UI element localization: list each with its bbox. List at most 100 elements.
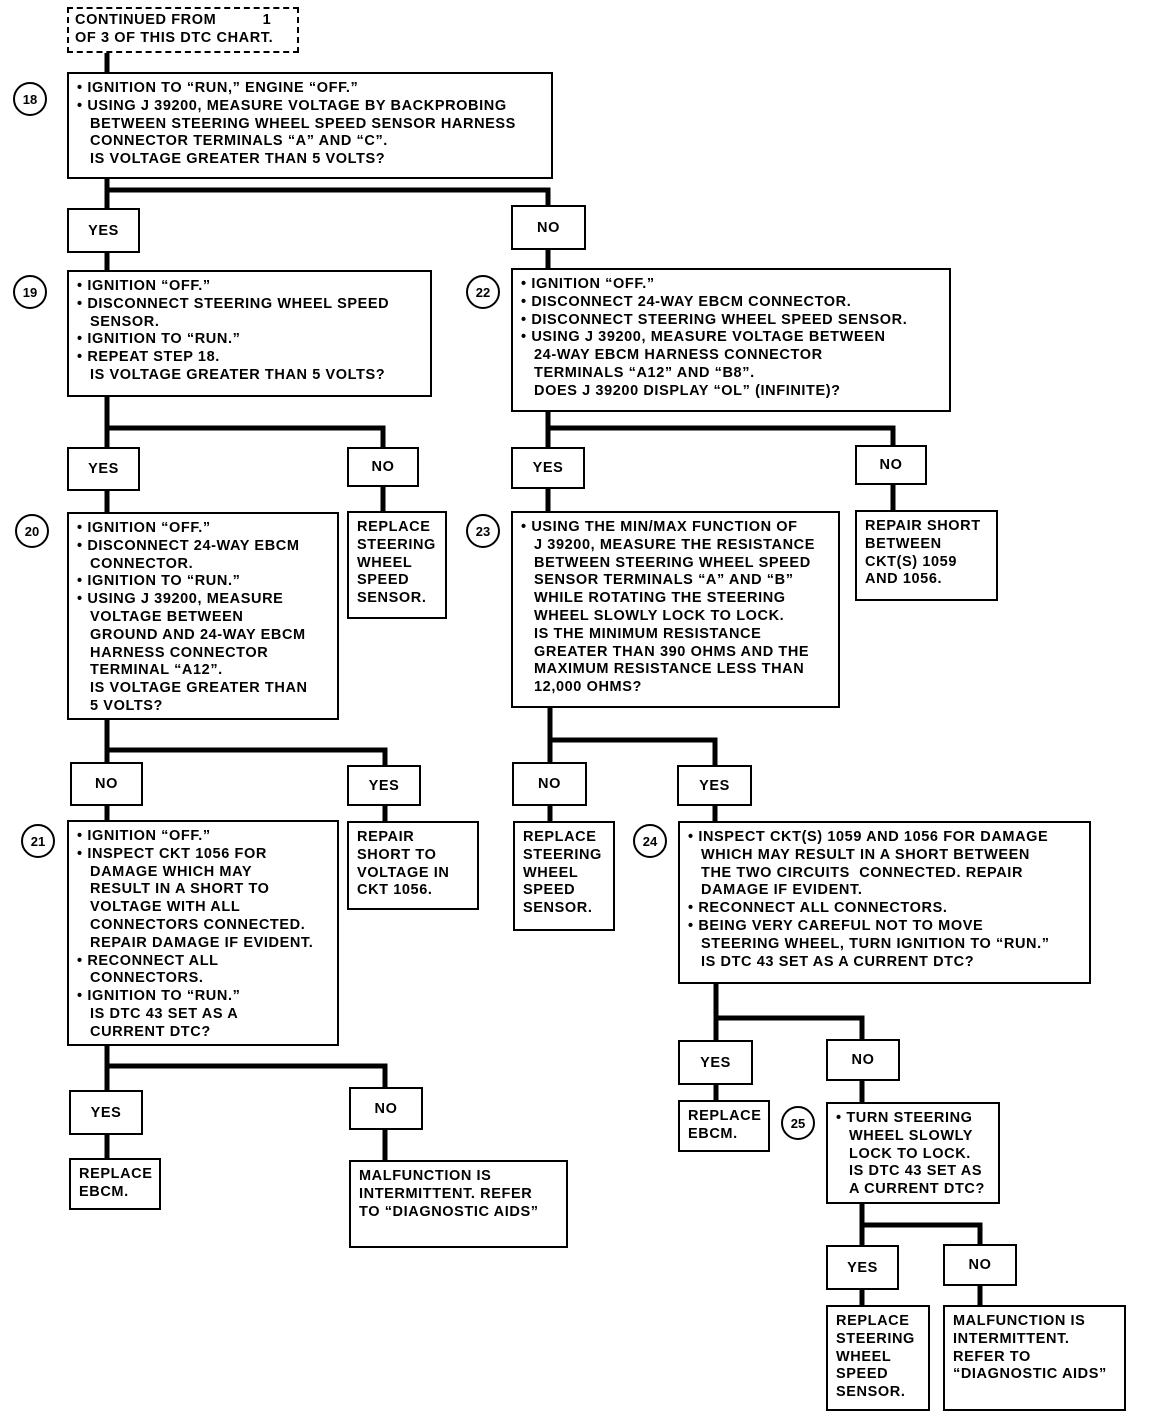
- outcome-replace-steering-wheel-speed-sensor: REPLACE STEERING WHEEL SPEED SENSOR.: [513, 821, 615, 931]
- step-text-line: REPEAT STEP 18.: [77, 349, 422, 367]
- continued-header: CONTINUED FROM 1 OF 3 OF THIS DTC CHART.: [67, 7, 299, 53]
- outcome-line: INTERMITTENT.: [953, 1330, 1070, 1347]
- step-text-line: HARNESS CONNECTOR: [90, 644, 269, 661]
- step-text-line: MAXIMUM RESISTANCE LESS THAN: [534, 661, 805, 678]
- outcome-line: BETWEEN: [865, 535, 942, 552]
- step-text-line: CONNECTOR TERMINALS “A” AND “C”.: [90, 133, 388, 150]
- step-text-line: GREATER THAN 390 OHMS AND THE: [534, 643, 810, 660]
- outcome-line: SHORT TO: [357, 846, 437, 863]
- step-text-line: TERMINAL “A12”.: [90, 662, 223, 679]
- step-number-19: 19: [13, 275, 47, 309]
- outcome-line: STEERING: [357, 536, 436, 553]
- step-text-line: J 39200, MEASURE THE RESISTANCE: [534, 536, 816, 553]
- outcome-line: CKT 1056.: [357, 882, 433, 899]
- outcome-line: EBCM.: [688, 1125, 738, 1142]
- step-text-line: RECONNECT ALL: [77, 953, 329, 971]
- no-label: NO: [349, 1087, 423, 1130]
- no-label: NO: [943, 1244, 1017, 1286]
- step-number-24: 24: [633, 824, 667, 858]
- step-20-box: IGNITION “OFF.” DISCONNECT 24-WAY EBCM C…: [67, 512, 339, 720]
- step-text-line: A CURRENT DTC?: [849, 1181, 985, 1198]
- step-text-line: USING J 39200, MEASURE: [77, 591, 329, 609]
- step-text-line: IGNITION “OFF.”: [77, 278, 422, 296]
- yes-label: YES: [677, 765, 752, 806]
- step-text-line: CONNECTORS CONNECTED.: [90, 916, 306, 933]
- step-text-line: WHEEL SLOWLY LOCK TO LOCK.: [534, 607, 785, 624]
- step-text-line: VOLTAGE WITH ALL: [90, 899, 241, 916]
- step-text-line: WHILE ROTATING THE STEERING: [534, 590, 786, 607]
- outcome-line: REPAIR SHORT: [865, 518, 981, 534]
- step-24-box: INSPECT CKT(s) 1059 AND 1056 FOR DAMAGE …: [678, 821, 1091, 984]
- outcome-replace-steering-wheel-speed-sensor: REPLACE STEERING WHEEL SPEED SENSOR.: [347, 511, 447, 619]
- yes-label: YES: [678, 1040, 753, 1085]
- step-text-line: IGNITION “OFF.”: [77, 828, 329, 846]
- step-text-line: CONNECTORS.: [90, 970, 204, 987]
- step-text-line: SENSOR.: [90, 313, 160, 330]
- header-line: CONTINUED FROM 1: [75, 12, 272, 28]
- outcome-line: SPEED: [357, 572, 410, 589]
- step-text-line: USING J 39200, MEASURE VOLTAGE BY BACKPR…: [77, 98, 543, 116]
- step-text-line: SENSOR TERMINALS “A” AND “B”: [534, 572, 794, 589]
- step-text-line: IGNITION “OFF.”: [77, 520, 329, 538]
- no-label: NO: [512, 762, 587, 806]
- no-label: NO: [347, 447, 419, 487]
- outcome-line: REPLACE: [523, 829, 597, 845]
- outcome-repair-short-to-voltage: REPAIR SHORT TO VOLTAGE IN CKT 1056.: [347, 821, 479, 910]
- step-text-line: IS DTC 43 SET AS A: [90, 1005, 239, 1022]
- step-text-line: DISCONNECT 24-WAY EBCM CONNECTOR.: [521, 294, 941, 312]
- outcome-line: INTERMITTENT. REFER: [359, 1185, 533, 1202]
- outcome-line: WHEEL: [357, 554, 413, 571]
- outcome-line: REPAIR: [357, 829, 415, 845]
- step-number-22: 22: [466, 275, 500, 309]
- outcome-line: STEERING: [836, 1330, 915, 1347]
- step-text-line: IS VOLTAGE GREATER THAN 5 VOLTS?: [90, 151, 386, 168]
- step-number-18: 18: [13, 82, 47, 116]
- step-text-line: TERMINALS “A12” AND “B8”.: [534, 364, 755, 381]
- step-text-line: IS THE MINIMUM RESISTANCE: [534, 625, 762, 642]
- outcome-line: SPEED: [523, 882, 576, 899]
- yes-label: YES: [69, 1090, 143, 1135]
- yes-label: YES: [347, 765, 421, 806]
- step-number-25: 25: [781, 1106, 815, 1140]
- outcome-line: STEERING: [523, 846, 602, 863]
- outcome-line: CKT(s) 1059: [865, 553, 958, 570]
- step-text-line: IGNITION TO “RUN,” ENGINE “OFF.”: [77, 80, 543, 98]
- step-text-line: IGNITION TO “RUN.”: [77, 573, 329, 591]
- outcome-line: SENSOR.: [523, 900, 593, 917]
- step-21-box: IGNITION “OFF.” INSPECT CKT 1056 FOR DAM…: [67, 820, 339, 1046]
- step-text-line: IS DTC 43 SET AS A CURRENT DTC?: [701, 953, 975, 970]
- outcome-line: AND 1056.: [865, 571, 943, 588]
- outcome-line: REPLACE: [79, 1166, 153, 1182]
- outcome-replace-steering-wheel-speed-sensor: REPLACE STEERING WHEEL SPEED SENSOR.: [826, 1305, 930, 1411]
- outcome-line: WHEEL: [523, 864, 579, 881]
- step-text-line: GROUND AND 24-WAY EBCM: [90, 626, 306, 643]
- step-text-line: USING J 39200, MEASURE VOLTAGE BETWEEN: [521, 329, 941, 347]
- step-text-line: STEERING WHEEL, TURN IGNITION TO “RUN.”: [701, 935, 1050, 952]
- step-25-box: TURN STEERING WHEEL SLOWLY LOCK TO LOCK.…: [826, 1102, 1000, 1204]
- outcome-line: MALFUNCTION IS: [359, 1168, 492, 1184]
- step-text-line: VOLTAGE BETWEEN: [90, 608, 244, 625]
- outcome-line: EBCM.: [79, 1183, 129, 1200]
- outcome-replace-ebcm: REPLACE EBCM.: [678, 1100, 770, 1152]
- outcome-line: SENSOR.: [836, 1384, 906, 1401]
- step-number-21: 21: [21, 824, 55, 858]
- step-text-line: IS VOLTAGE GREATER THAN 5 VOLTS?: [90, 366, 386, 383]
- outcome-malfunction-intermittent: MALFUNCTION IS INTERMITTENT. REFER TO “D…: [349, 1160, 568, 1248]
- step-text-line: 24-WAY EBCM HARNESS CONNECTOR: [534, 347, 823, 364]
- outcome-line: REPLACE: [688, 1108, 762, 1124]
- step-text-line: CURRENT DTC?: [90, 1023, 211, 1040]
- step-text-line: BETWEEN STEERING WHEEL SPEED SENSOR HARN…: [90, 115, 516, 132]
- yes-label: YES: [826, 1245, 899, 1290]
- step-text-line: WHEEL SLOWLY: [849, 1127, 974, 1144]
- step-text-line: USING THE MIN/MAX FUNCTION OF: [521, 519, 830, 537]
- outcome-line: VOLTAGE IN: [357, 864, 450, 881]
- step-text-line: IS VOLTAGE GREATER THAN: [90, 680, 308, 697]
- step-text-line: DAMAGE IF EVIDENT.: [701, 882, 863, 899]
- outcome-line: MALFUNCTION IS: [953, 1313, 1086, 1329]
- step-text-line: THE TWO CIRCUITS CONNECTED. REPAIR: [701, 864, 1024, 881]
- step-text-line: IGNITION TO “RUN.”: [77, 988, 329, 1006]
- outcome-line: REPLACE: [357, 519, 431, 535]
- outcome-line: SPEED: [836, 1366, 889, 1383]
- header-line: OF 3 OF THIS DTC CHART.: [75, 29, 274, 46]
- outcome-line: REFER TO: [953, 1348, 1031, 1365]
